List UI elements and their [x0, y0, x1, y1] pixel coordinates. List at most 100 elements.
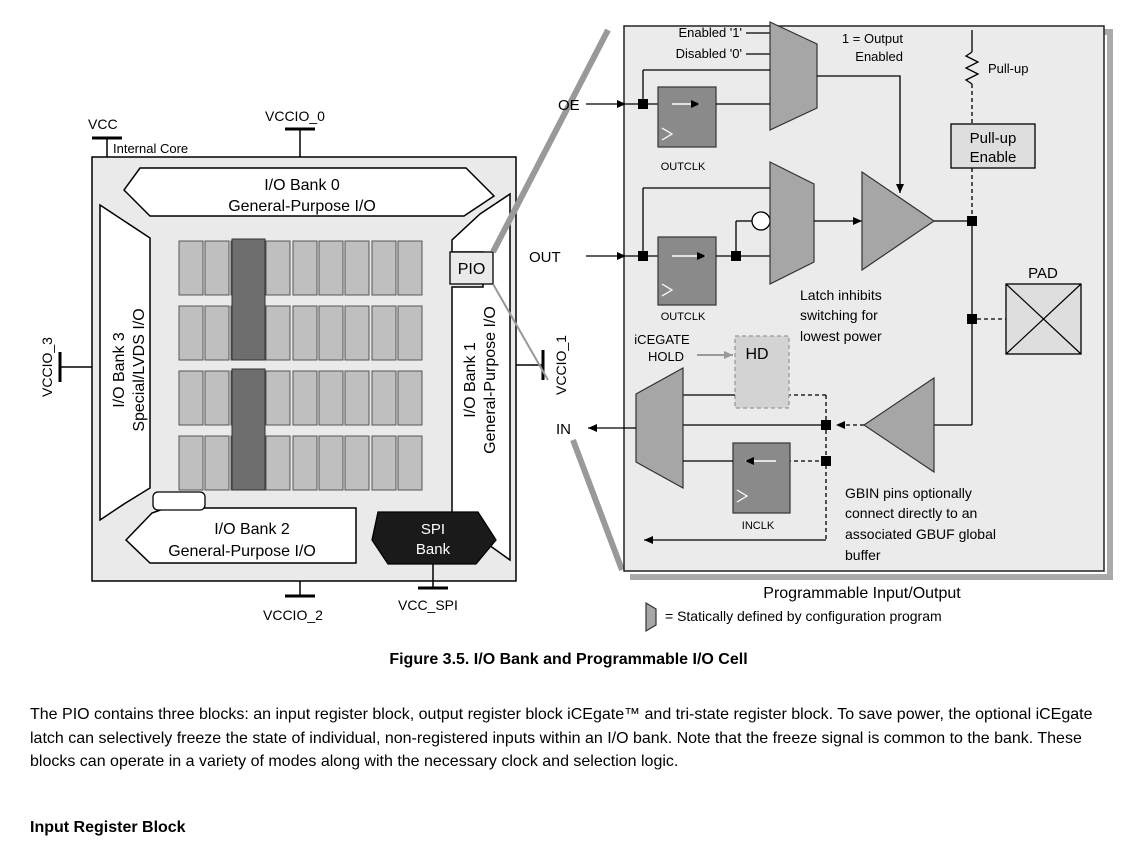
pull-up-label: Pull-up [988, 61, 1028, 76]
spi-line1: SPI [421, 521, 445, 538]
logic-block [292, 370, 318, 426]
gbin-2: connect directly to an [845, 505, 977, 521]
logic-block [371, 435, 397, 491]
logic-block [204, 370, 230, 426]
pad-label: PAD [1028, 265, 1058, 282]
vccio3-label: VCCIO_3 [39, 337, 55, 397]
logic-block [397, 370, 423, 426]
bank2-line2: General-Purpose I/O [168, 543, 316, 560]
vcc-label: VCC [88, 116, 118, 132]
enabled-label: Enabled '1' [678, 25, 742, 40]
inclk-label: INCLK [742, 520, 775, 532]
spi-bank [371, 511, 497, 565]
io-bank-3 [99, 203, 151, 522]
latch-2: switching for [800, 307, 878, 323]
vccio2-label: VCCIO_2 [263, 607, 323, 623]
pio-title: Programmable Input/Output [763, 585, 961, 602]
oe-label: OE [558, 97, 580, 114]
pull-up-enable-1: Pull-up [970, 130, 1017, 147]
latch-3: lowest power [800, 328, 882, 344]
logic-block [397, 305, 423, 361]
logic-block [265, 305, 291, 361]
io-bank-1 [451, 192, 511, 562]
logic-block [292, 435, 318, 491]
gbin-4: buffer [845, 547, 881, 563]
section-subheading: Input Register Block [30, 819, 186, 836]
logic-block [344, 435, 370, 491]
disabled-label: Disabled '0' [676, 46, 742, 61]
logic-block [371, 370, 397, 426]
bank2-line1: I/O Bank 2 [214, 521, 290, 538]
logic-block [371, 305, 397, 361]
memory-column [231, 368, 266, 491]
output-enabled-2: Enabled [855, 49, 903, 64]
logic-block [204, 240, 230, 296]
pull-up-enable-box [950, 123, 1036, 169]
internal-core-label: Internal Core [113, 141, 188, 156]
vccio0-label: VCCIO_0 [265, 108, 325, 124]
logic-block [344, 305, 370, 361]
logic-block [178, 370, 204, 426]
core-logic-grid [178, 238, 423, 491]
memory-column [231, 238, 266, 361]
bank1-line2: General-Purpose I/O [482, 306, 499, 454]
oe-register [657, 86, 717, 148]
oe-mux [769, 21, 818, 131]
out-mux [769, 161, 815, 285]
hd-label: HD [745, 346, 768, 363]
logic-block [204, 305, 230, 361]
vccio1-label: VCCIO_1 [553, 335, 569, 395]
logic-block [397, 435, 423, 491]
icegate-1: iCEGATE [634, 332, 690, 347]
logic-block [292, 240, 318, 296]
in-register [732, 442, 791, 514]
logic-block [265, 435, 291, 491]
logic-block [371, 240, 397, 296]
pio-label: PIO [458, 261, 486, 278]
logic-block [265, 240, 291, 296]
logic-block [178, 435, 204, 491]
bank3-line1: I/O Bank 3 [111, 332, 128, 408]
out-label: OUT [529, 249, 561, 266]
input-buffer [862, 376, 935, 474]
small-bank-block [152, 491, 206, 511]
body-paragraph: The PIO contains three blocks: an input … [30, 706, 1093, 770]
io-bank-2 [124, 507, 357, 564]
legend-text: = Statically defined by configuration pr… [665, 608, 942, 624]
in-label: IN [556, 421, 571, 438]
logic-block [344, 240, 370, 296]
bank0-line1: I/O Bank 0 [264, 177, 340, 194]
logic-block [204, 435, 230, 491]
logic-block [265, 370, 291, 426]
outclk-oe-label: OUTCLK [661, 161, 706, 173]
logic-block [178, 305, 204, 361]
pio-box [449, 251, 494, 285]
spi-line2: Bank [416, 541, 451, 558]
static-config-icon [645, 601, 657, 633]
out-register [657, 236, 717, 306]
logic-block [344, 370, 370, 426]
icegate-2: HOLD [648, 349, 684, 364]
vcc-spi-label: VCC_SPI [398, 597, 458, 613]
logic-block [178, 240, 204, 296]
output-enabled-1: 1 = Output [842, 31, 903, 46]
logic-block [292, 305, 318, 361]
pio-cell: Enabled '1' Disabled '0' 1 = Output Enab… [529, 21, 1113, 580]
logic-block [318, 240, 344, 296]
chip-block: VCC Internal Core VCCIO_0 I/O Bank 0 Gen… [39, 108, 569, 623]
io-bank-diagram: VCC Internal Core VCCIO_0 I/O Bank 0 Gen… [39, 21, 1113, 633]
latch-1: Latch inhibits [800, 287, 882, 303]
io-bank-0 [123, 167, 496, 217]
output-buffer [861, 170, 936, 272]
in-mux [635, 366, 684, 490]
logic-block [318, 370, 344, 426]
gbin-1: GBIN pins optionally [845, 485, 972, 501]
outclk-out-label: OUTCLK [661, 311, 706, 323]
pull-up-enable-2: Enable [970, 149, 1017, 166]
bank3-line2: Special/LVDS I/O [131, 308, 148, 431]
figure-caption: Figure 3.5. I/O Bank and Programmable I/… [389, 651, 748, 668]
bank0-line2: General-Purpose I/O [228, 198, 376, 215]
bank1-line1: I/O Bank 1 [462, 342, 479, 418]
logic-block [397, 240, 423, 296]
logic-block [318, 435, 344, 491]
